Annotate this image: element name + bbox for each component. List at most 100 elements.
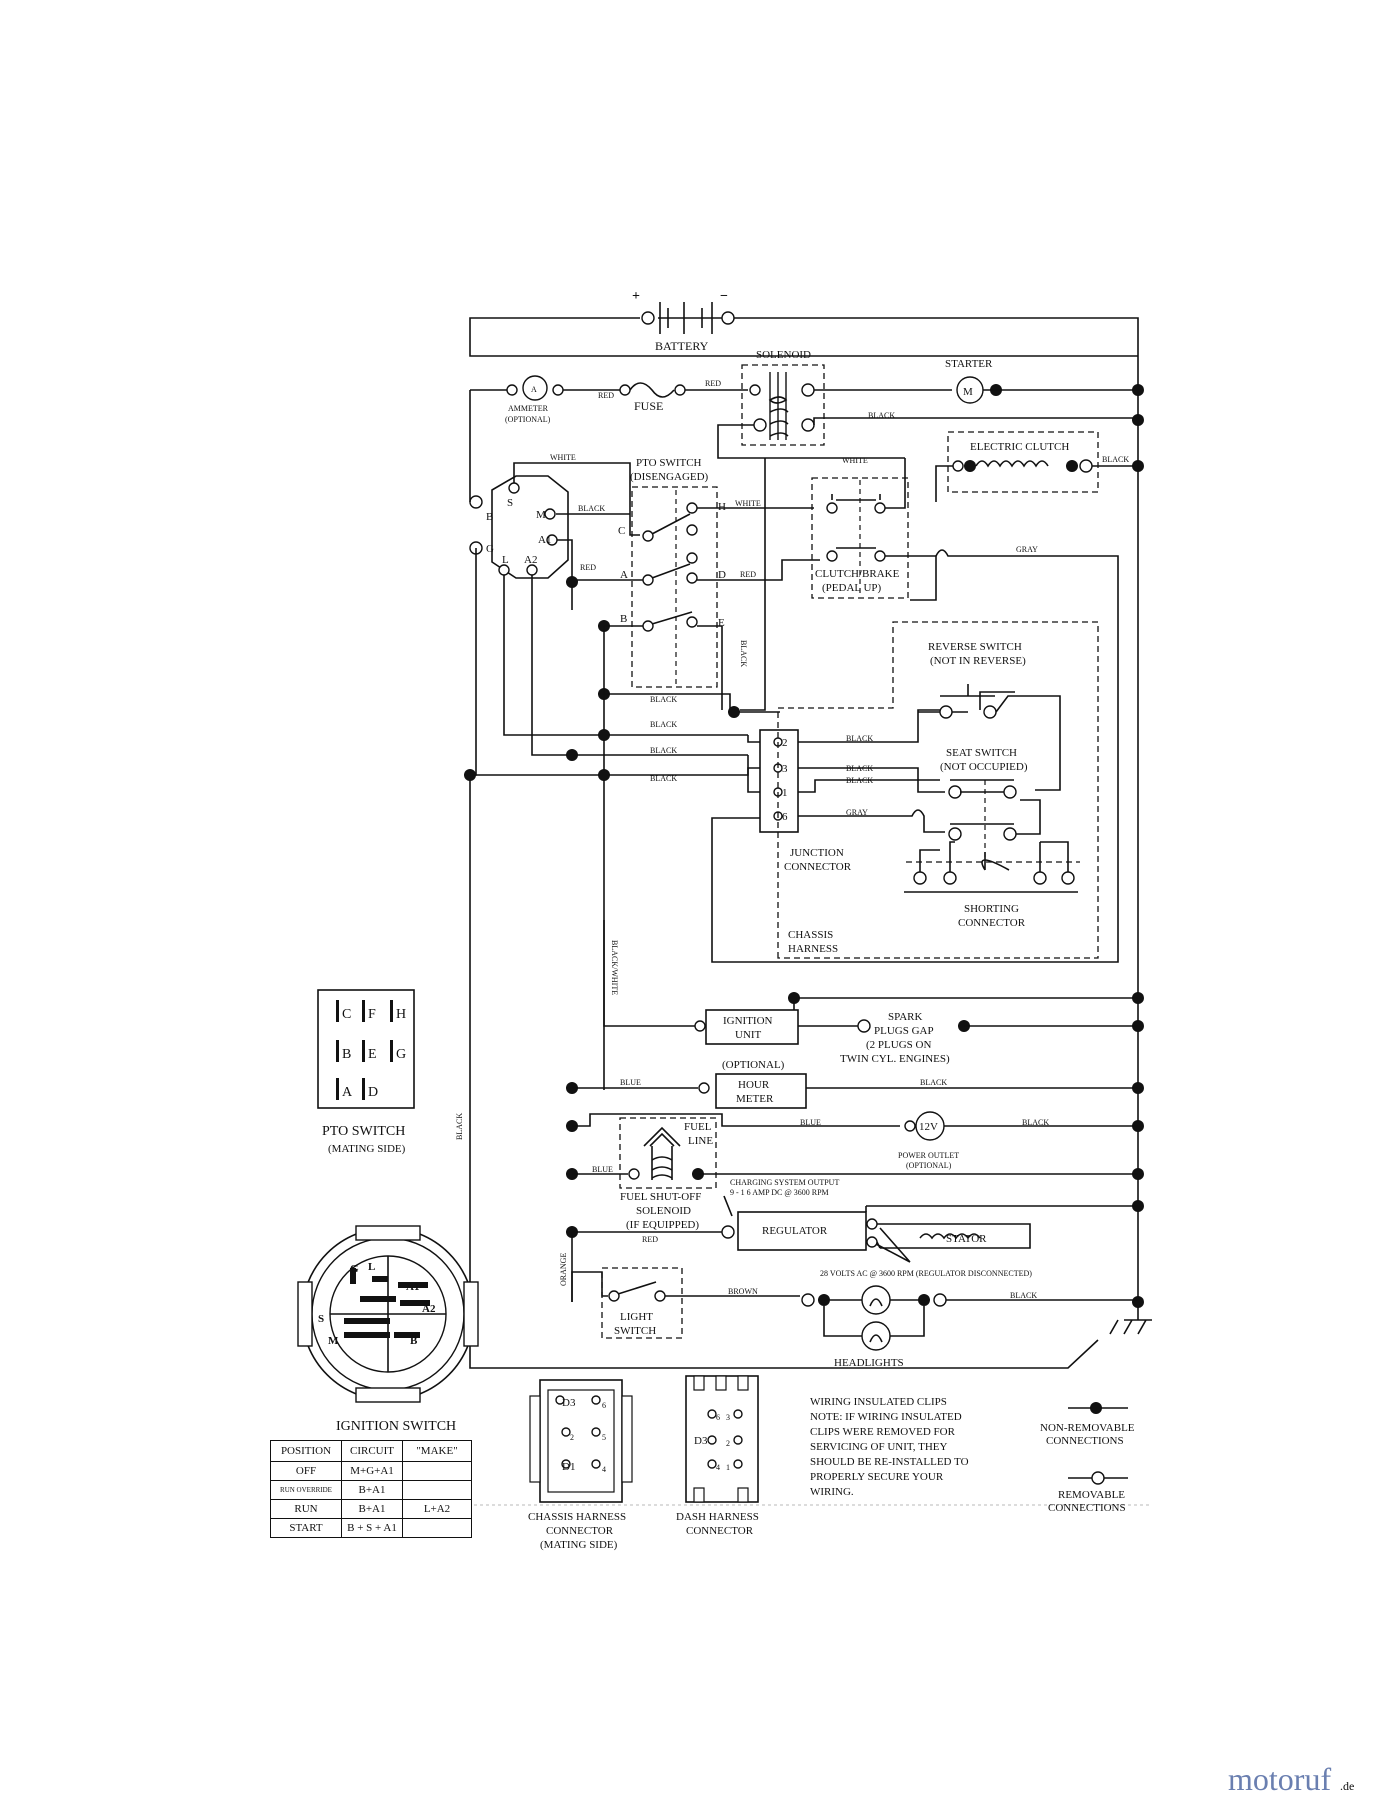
ign-face-a2: A2: [422, 1303, 436, 1315]
ign-face-l: L: [368, 1261, 375, 1273]
junction-pin-6: 6: [782, 811, 788, 823]
pto-mate-g: G: [396, 1047, 406, 1062]
pto-term-a: A: [620, 569, 628, 581]
spark-label-4: TWIN CYL. ENGINES): [840, 1053, 950, 1065]
clips-line-5: SHOULD BE RE-INSTALLED TO: [810, 1456, 969, 1468]
spark-label-2: PLUGS GAP: [874, 1025, 934, 1037]
pto-term-e: E: [718, 617, 725, 629]
volts-ac: 28 VOLTS AC @ 3600 RPM (REGULATOR DISCON…: [820, 1269, 1032, 1278]
wire-black-3: BLACK: [650, 720, 677, 729]
pto-switch-box: [631, 486, 718, 688]
battery-minus: −: [720, 289, 728, 304]
wire-blue-1: BLUE: [620, 1078, 641, 1087]
electric-clutch: ELECTRIC CLUTCH BLACK: [935, 431, 1144, 502]
meter-label: METER: [736, 1093, 774, 1105]
reverse-switch-label: REVERSE SWITCH: [928, 641, 1022, 653]
ign-th-position: POSITION: [271, 1441, 342, 1461]
solenoid-row: A RED RED AMMETER (OPTIONAL) FUSE SOLENO…: [470, 349, 1144, 459]
hour-meter-box: [715, 1073, 807, 1109]
clutch-brake-label: CLUTCH/BRAKE: [815, 568, 900, 580]
ignition-switch-schematic: S M B G L A2 A1 WHITE BLACK: [469, 390, 748, 776]
ammeter-optional: (OPTIONAL): [505, 415, 551, 424]
wire-black-4: BLACK: [650, 746, 677, 755]
wire-white-1: WHITE: [550, 453, 576, 462]
clips-line-1: WIRING INSULATED CLIPS: [810, 1396, 947, 1408]
ignition-switch-label: IGNITION SWITCH: [336, 1419, 456, 1434]
chassis-pin-5: 5: [602, 1433, 606, 1442]
pto-mate-b: B: [342, 1047, 351, 1062]
brand-main: motoruf: [1228, 1761, 1331, 1797]
junction-pin-1: 1: [782, 787, 788, 799]
ignition-unit-label-2: UNIT: [735, 1029, 762, 1041]
clutch-brake-switch: CLUTCH/BRAKE (PEDAL UP) WHITE GRAY: [711, 456, 1119, 963]
ign-table-row: RUN B+A1 L+A2: [271, 1500, 471, 1519]
wire-black-outlet: BLACK: [1022, 1118, 1049, 1127]
wire-red-4: RED: [580, 563, 596, 572]
ign-cell-pos: START: [271, 1519, 342, 1537]
clips-line-4: SERVICING OF UNIT, THEY: [810, 1441, 947, 1453]
shorting-connector-label: CONNECTOR: [958, 917, 1026, 929]
ign-face-a1: A1: [406, 1281, 419, 1293]
dash-connector: 6 3 D3 2 4 1 DASH HARNESS CONNECTOR: [676, 1375, 759, 1537]
ign-term-b: B: [486, 511, 493, 523]
pto-term-c: C: [618, 525, 625, 537]
headlights-label: HEADLIGHTS: [834, 1357, 904, 1369]
ign-term-s: S: [507, 497, 513, 509]
pedal-up-label: (PEDAL UP): [822, 582, 882, 594]
wire-red-2: RED: [705, 379, 721, 388]
wire-black-1: BLACK: [578, 504, 605, 513]
ign-th-make: "MAKE": [416, 1445, 458, 1457]
connection-legend: NON-REMOVABLE CONNECTIONS REMOVABLE CONN…: [1040, 1402, 1135, 1514]
junction-label: JUNCTION: [790, 847, 844, 859]
ign-face-g: G: [350, 1263, 359, 1275]
ign-term-l: L: [502, 554, 509, 566]
ammeter-letter: A: [531, 385, 537, 394]
pto-term-h: H: [718, 501, 726, 513]
clips-line-6: PROPERLY SECURE YOUR: [810, 1471, 944, 1483]
brand-logo: motoruf .de: [1228, 1761, 1354, 1797]
pto-mate-h: H: [396, 1007, 406, 1022]
battery-negative-terminal: [721, 311, 735, 325]
clips-line-3: CLIPS WERE REMOVED FOR: [810, 1426, 956, 1438]
ign-cell-make: L+A2: [423, 1503, 451, 1515]
regulator-box: [737, 1211, 867, 1251]
clips-line-2: NOTE: IF WIRING INSULATED: [810, 1411, 962, 1423]
reverse-seat-switches: REVERSE SWITCH (NOT IN REVERSE) SEAT SWI…: [904, 641, 1080, 929]
chassis-label: CHASSIS: [788, 929, 833, 941]
regulator-label: REGULATOR: [762, 1225, 828, 1237]
pto-mating-side: C F H B E G A D PTO SWITCH (MATING SIDE): [317, 989, 415, 1155]
chassis-pin-4: 4: [602, 1465, 606, 1474]
junction-connector: 2 3 1 6 BLACK BLACK BLACK BLACK BLACK BL…: [470, 621, 1099, 959]
dash-pin-2: 2: [726, 1439, 730, 1448]
wire-black-8: BLACK: [846, 776, 873, 785]
harness-label: HARNESS: [788, 943, 838, 955]
dash-conn-label-1: DASH HARNESS: [676, 1511, 759, 1523]
ign-term-m: M: [536, 509, 546, 521]
pto-term-b: B: [620, 613, 627, 625]
hour-label: HOUR: [738, 1079, 770, 1091]
pto-mating-label-1: PTO SWITCH: [322, 1124, 405, 1139]
chassis-connector: D3 6 2 5 D1 4 CHASSIS HARNESS CONNECTOR …: [528, 1379, 633, 1551]
ignition-table: POSITION CIRCUIT "MAKE" OFF M+G+A1 RUN O…: [270, 1440, 472, 1538]
ammeter-label: AMMETER: [508, 404, 549, 413]
battery: + − BATTERY: [469, 289, 1139, 385]
wire-black-2: BLACK: [650, 695, 677, 704]
ignition-unit: BLACK/WHITE IGNITION UNIT SPARK PLUGS GA…: [603, 920, 1138, 1065]
wire-blue-3: BLUE: [592, 1165, 613, 1174]
not-occupied: (NOT OCCUPIED): [940, 761, 1028, 773]
ign-face-m: M: [328, 1335, 339, 1347]
power-12v: 12V: [919, 1121, 938, 1133]
pto-mate-a: A: [342, 1085, 353, 1100]
ign-th-circuit: CIRCUIT: [342, 1441, 403, 1461]
connector-label: CONNECTOR: [784, 861, 852, 873]
brand-tld: .de: [1340, 1779, 1354, 1793]
ign-term-a1: A1: [538, 534, 551, 546]
chassis-pin-2: 2: [570, 1433, 574, 1442]
solenoid-box: [741, 364, 825, 446]
removable-label-1: REMOVABLE: [1058, 1489, 1125, 1501]
ammeter: [522, 375, 548, 401]
ign-cell-make: [403, 1481, 471, 1499]
ign-table-header: POSITION CIRCUIT "MAKE": [271, 1441, 471, 1462]
chassis-conn-label-3: (MATING SIDE): [540, 1539, 618, 1551]
dash-pin-3: 3: [726, 1413, 730, 1422]
